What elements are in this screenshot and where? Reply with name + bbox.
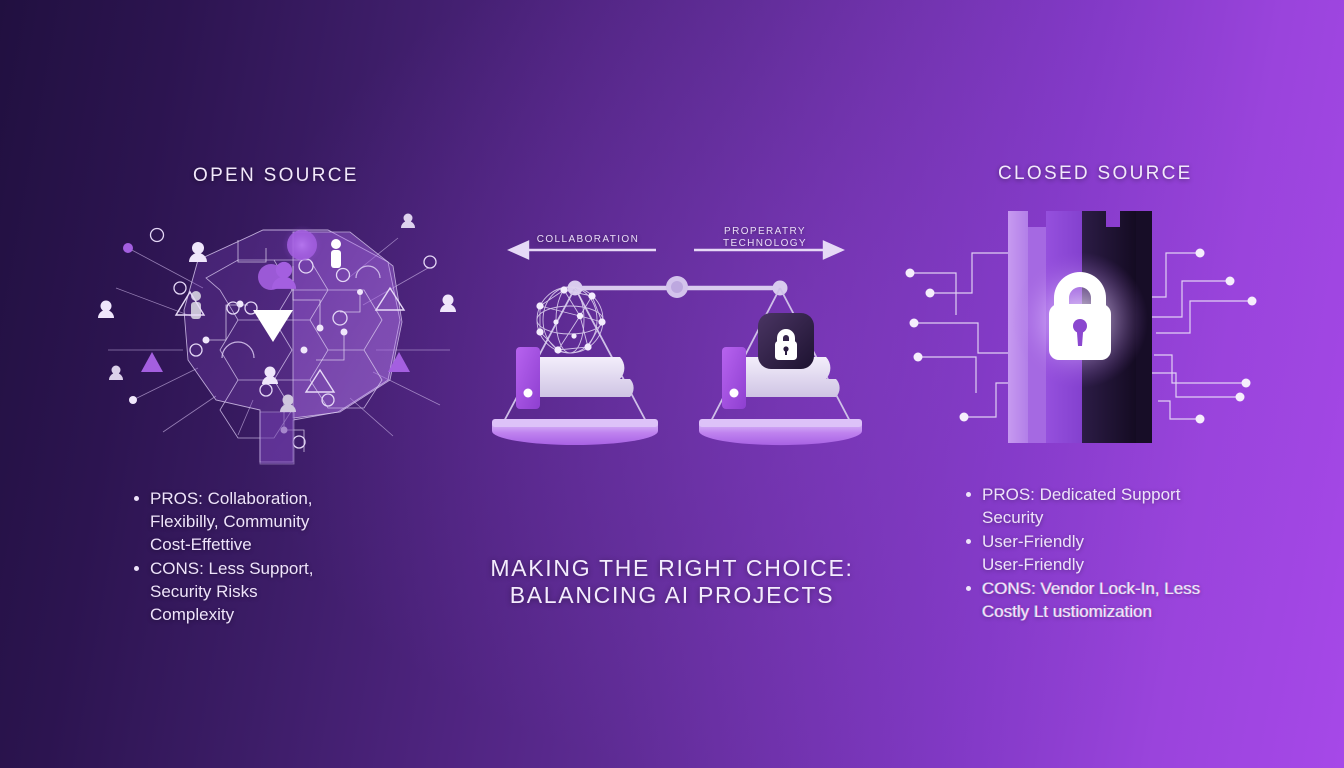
open-hand-left (516, 347, 634, 409)
right-pan (699, 419, 862, 446)
bullet-line: Complexity (150, 605, 235, 624)
list-item: CONS: Vendor Lock-In, Less Costly Lt ust… (960, 577, 1260, 623)
list-item: User-Friendly User-Friendly (960, 530, 1260, 576)
list-item: CONS: Less Support, Security Risks Compl… (128, 557, 458, 626)
bullet-line: User-Friendly (982, 555, 1085, 574)
bullet-line: Costly Lt ustiomization (982, 602, 1153, 621)
balance-scale-illustration (470, 215, 880, 475)
open-source-bullet-list: PROS: Collaboration, Flexibilly, Communi… (128, 487, 458, 627)
list-item: PROS: Dedicated Support Security (960, 483, 1260, 529)
brain-network-illustration (88, 200, 468, 470)
bullet-line: Security Risks (150, 582, 258, 601)
page-title: MAKING THE RIGHT CHOICE: BALANCING AI PR… (0, 555, 1344, 609)
bullet-line: CONS: Vendor Lock-In, Less (982, 579, 1201, 598)
left-pan (492, 419, 658, 445)
collaboration-arrow-label: COLLABORATION (536, 234, 640, 245)
bullet-line: Flexibilly, Community (150, 512, 310, 531)
padlock-icon (758, 313, 814, 369)
proprietary-technology-arrow-label: PROPERATRY TECHNOLOGY (722, 226, 807, 249)
bullet-line: PROS: Collaboration, (150, 489, 313, 508)
title-line-1: MAKING THE RIGHT CHOICE: (490, 555, 854, 581)
bullet-line: PROS: Dedicated Support (982, 485, 1181, 504)
network-sphere-icon (536, 286, 606, 354)
list-item: PROS: Collaboration, Flexibilly, Communi… (128, 487, 458, 556)
title-line-2: BALANCING AI PROJECTS (509, 582, 835, 608)
padlock-icon (1049, 272, 1111, 360)
bullet-line: Security (982, 508, 1044, 527)
fortress-lock-illustration (900, 205, 1270, 465)
bullet-line: Cost-Effettive (150, 535, 252, 554)
bullet-line: User-Friendly (982, 532, 1085, 551)
bullet-line: CONS: Less Support, (150, 559, 314, 578)
closed-source-bullet-list: PROS: Dedicated Support Security User-Fr… (960, 483, 1260, 624)
open-source-heading: OPEN SOURCE (193, 165, 359, 186)
closed-source-heading: CLOSED SOURCE (998, 163, 1193, 184)
